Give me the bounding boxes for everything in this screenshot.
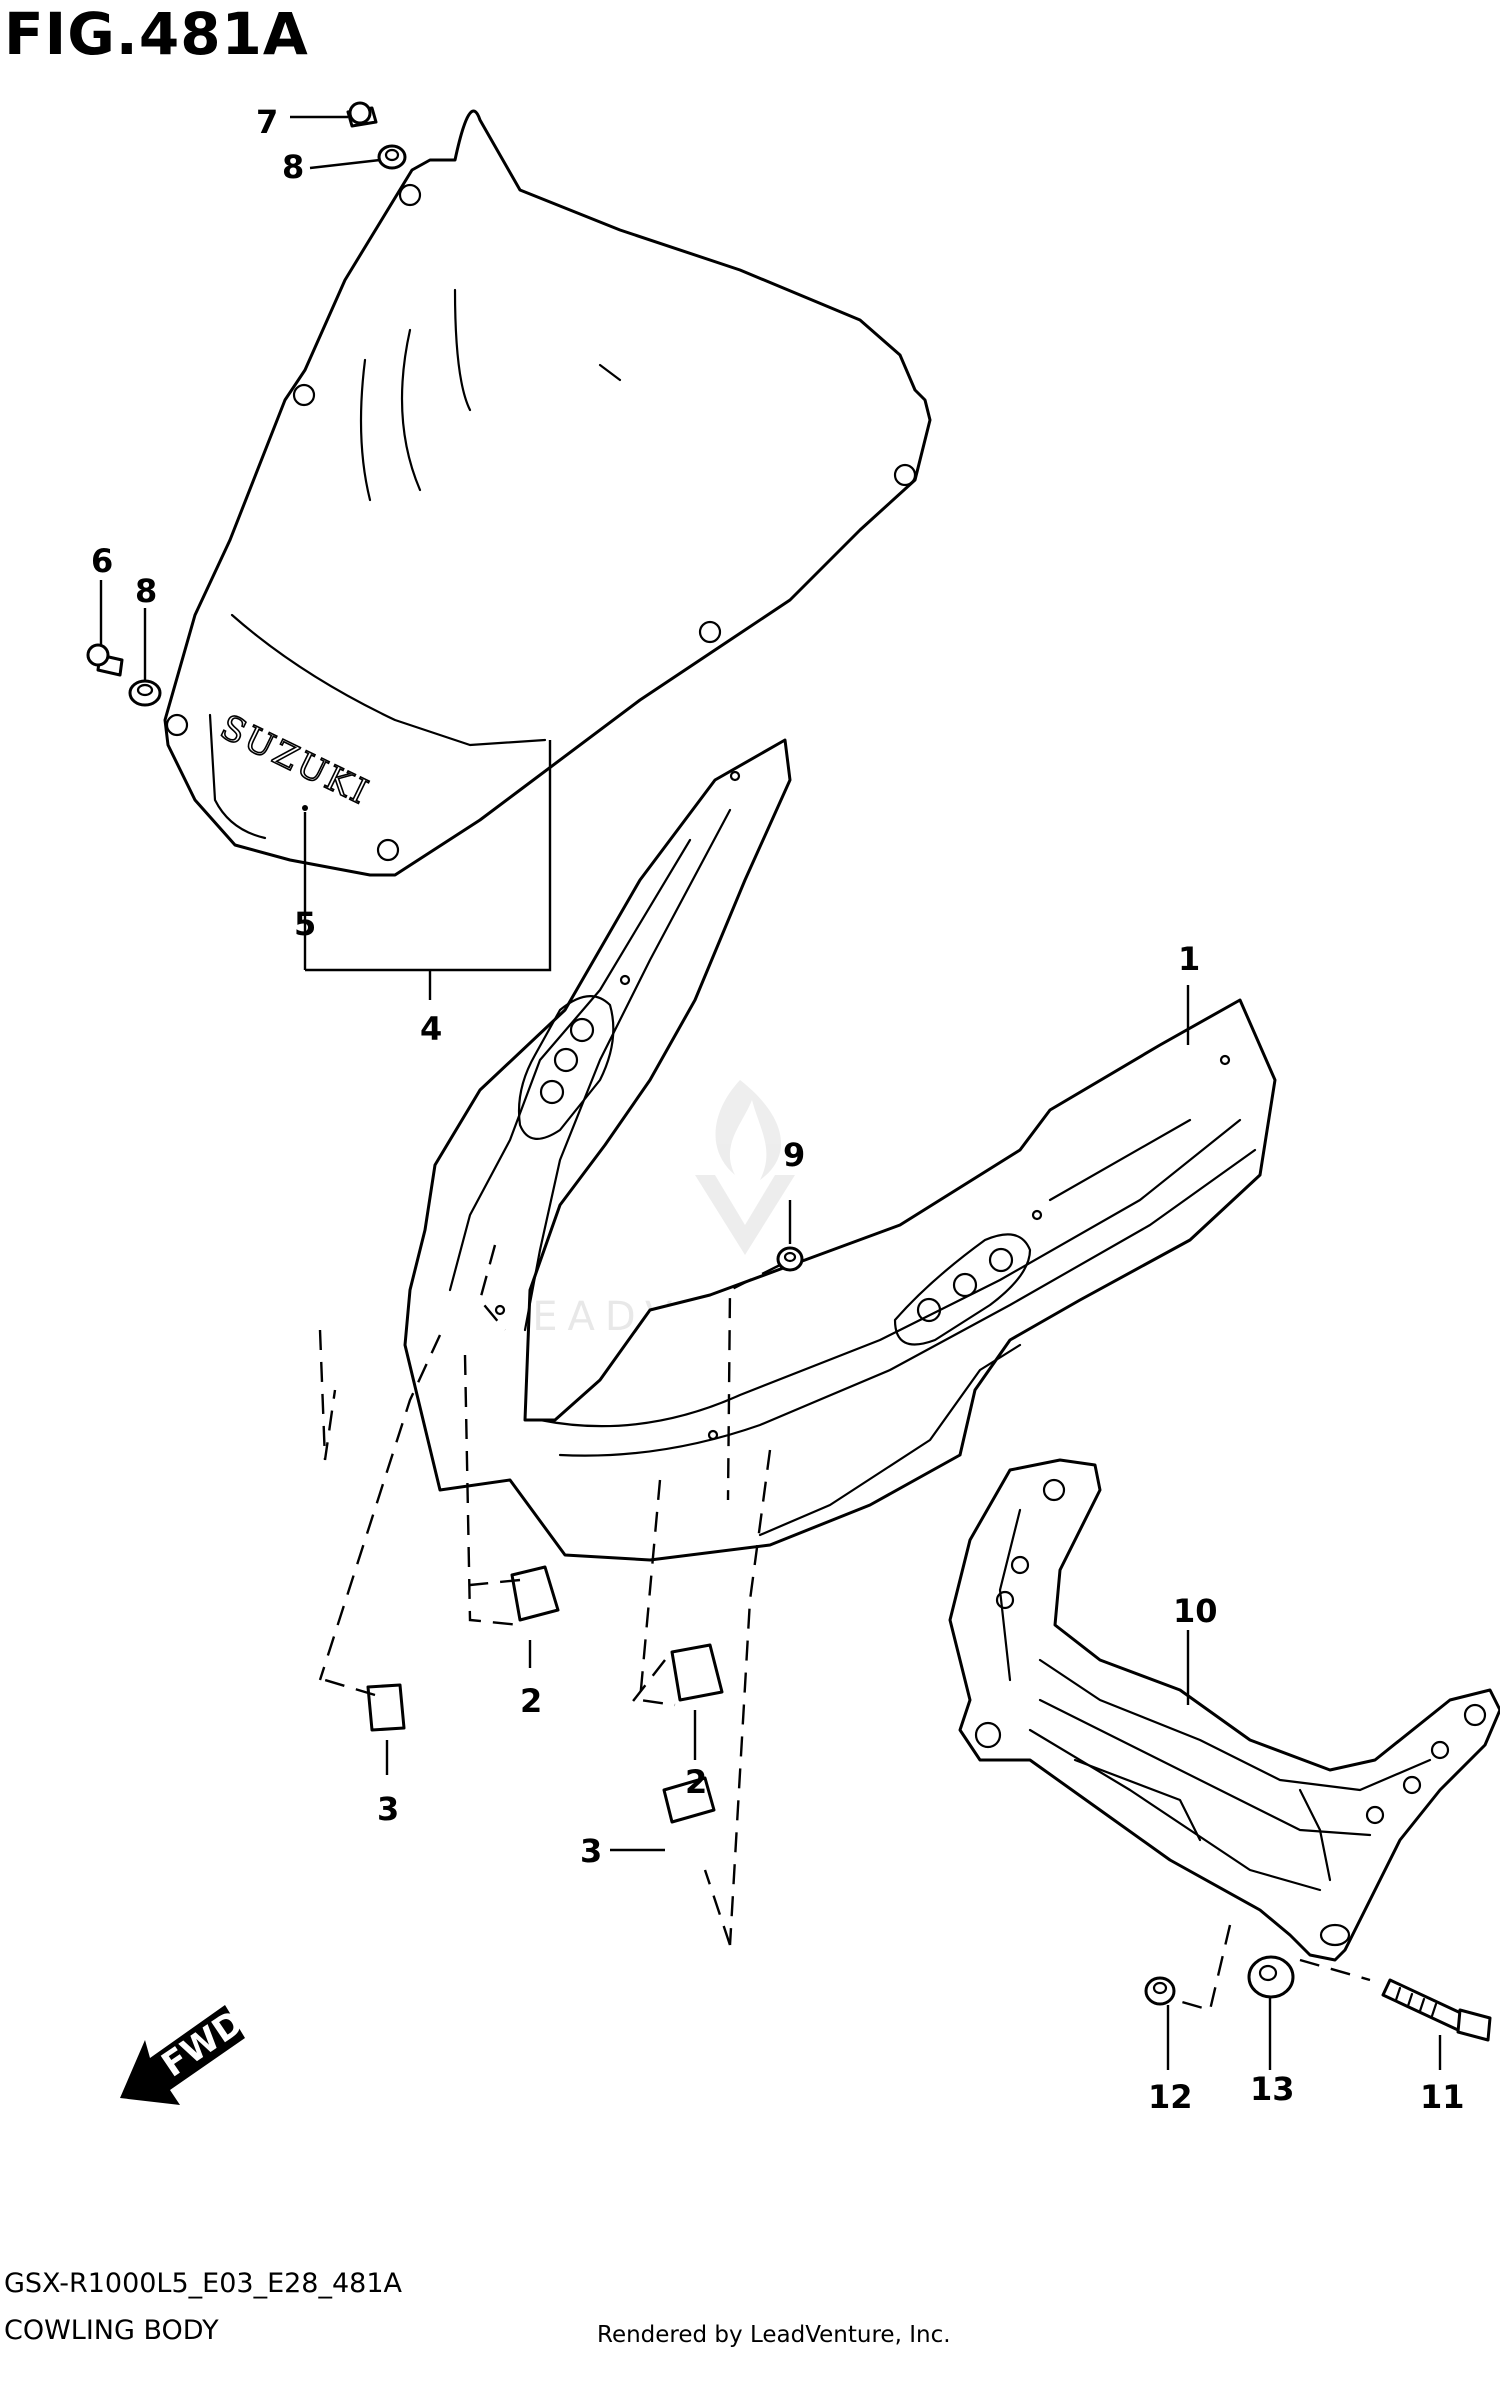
fwd-label: FWD bbox=[155, 2003, 251, 2086]
callout-8-lower: 8 bbox=[135, 572, 157, 610]
render-credit: Rendered by LeadVenture, Inc. bbox=[597, 2322, 951, 2348]
callout-8-upper: 8 bbox=[282, 148, 304, 186]
cowling-brace-outline bbox=[948, 1458, 1500, 1962]
windscreen-hole bbox=[376, 838, 400, 862]
callout-5: 5 bbox=[294, 905, 316, 943]
callout-7: 7 bbox=[256, 103, 278, 141]
block-part-3-right bbox=[662, 1776, 716, 1824]
windscreen-hole bbox=[398, 183, 422, 207]
windscreen: SUZUKI bbox=[163, 109, 932, 877]
forward-direction-arrow: FWD bbox=[120, 2003, 251, 2105]
callout-3-left: 3 bbox=[377, 1790, 399, 1828]
windscreen-lower-edge bbox=[208, 713, 267, 840]
windscreen-hole bbox=[893, 463, 917, 487]
block-part-3-left bbox=[366, 1683, 406, 1732]
upper-cowl bbox=[403, 738, 1277, 1562]
left-lamp-housing bbox=[517, 995, 615, 1140]
callout-11: 11 bbox=[1420, 2078, 1465, 2116]
well-nut-part-8-upper bbox=[377, 144, 407, 170]
windscreen-hole bbox=[165, 713, 189, 737]
windscreen-hole bbox=[292, 383, 316, 407]
well-nut-part-8-lower bbox=[128, 679, 162, 707]
windscreen-tint-line bbox=[230, 613, 547, 747]
washer-part-13 bbox=[1247, 1955, 1295, 1999]
callout-9: 9 bbox=[783, 1136, 805, 1174]
callout-1: 1 bbox=[1178, 940, 1200, 978]
callout-4: 4 bbox=[420, 1010, 442, 1048]
cushion-part-2-right bbox=[670, 1643, 724, 1702]
cushion-part-2-left bbox=[510, 1565, 560, 1622]
right-lamp-housing bbox=[893, 1233, 1032, 1346]
nut-part-9 bbox=[776, 1246, 804, 1272]
callout-13: 13 bbox=[1250, 2070, 1295, 2108]
screw-part-6 bbox=[86, 643, 124, 677]
callout-3-right: 3 bbox=[580, 1832, 602, 1870]
watermark-v-icon bbox=[695, 1175, 795, 1255]
callout-2-right: 2 bbox=[685, 1763, 707, 1801]
callout-6: 6 bbox=[91, 542, 113, 580]
callout-numbers: 7 8 6 8 5 4 1 9 10 2 2 3 3 12 13 11 bbox=[91, 103, 1465, 2116]
callout-10: 10 bbox=[1173, 1592, 1218, 1630]
bolt-part-11 bbox=[1381, 1978, 1492, 2042]
leader-lines bbox=[99, 115, 1442, 2070]
figure-title: FIG.481A bbox=[4, 0, 309, 68]
upper-cowl-outline bbox=[403, 738, 1277, 1562]
section-name: COWLING BODY bbox=[4, 2315, 219, 2346]
callout-2-left: 2 bbox=[520, 1682, 542, 1720]
callout-12: 12 bbox=[1148, 2078, 1193, 2116]
cowling-brace bbox=[948, 1458, 1500, 1962]
model-code: GSX-R1000L5_E03_E28_481A bbox=[4, 2268, 402, 2299]
screw-part-7 bbox=[346, 101, 378, 128]
watermark-flame-icon bbox=[715, 1080, 782, 1180]
windscreen-outline bbox=[163, 109, 932, 877]
windscreen-hole bbox=[698, 620, 722, 644]
nut-part-12 bbox=[1144, 1976, 1176, 2006]
